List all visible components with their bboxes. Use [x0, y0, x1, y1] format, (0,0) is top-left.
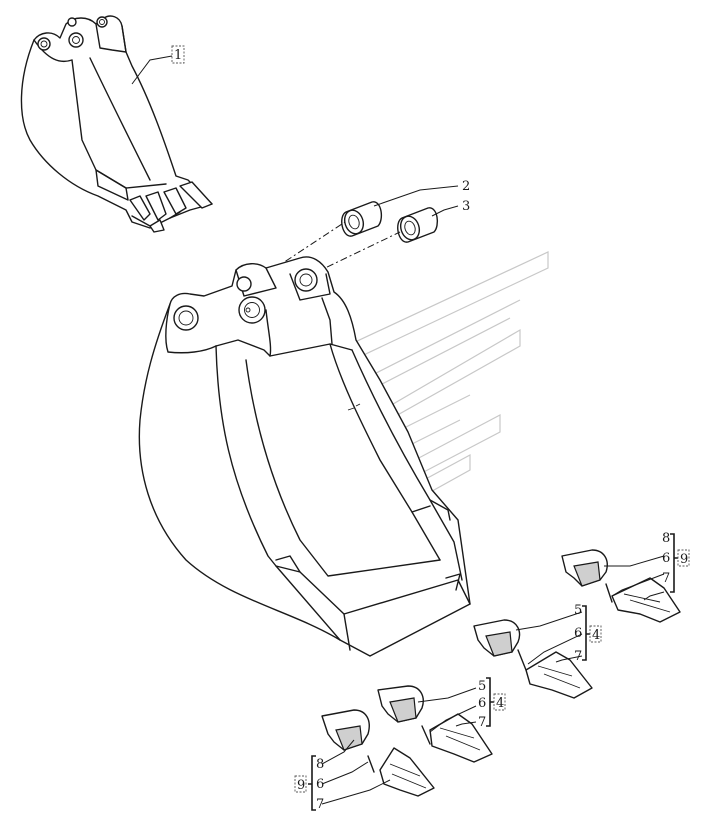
callout-g4-a: 8 — [316, 757, 324, 772]
callout-g2-b: 6 — [574, 626, 582, 641]
callout-box-g1 — [677, 549, 690, 567]
callout-g2-ref: 4 — [592, 628, 600, 643]
leader-lines — [131, 55, 665, 805]
bracket-group-3 — [486, 677, 494, 727]
callout-g4-c: 7 — [316, 797, 324, 812]
bushing-3 — [397, 207, 439, 243]
callout-g1-ref: 9 — [680, 552, 688, 567]
bushing-2 — [341, 201, 383, 237]
callout-box-g4 — [294, 775, 307, 793]
callout-g3-c: 7 — [478, 715, 486, 730]
callout-box-g3 — [493, 693, 506, 711]
callout-g4-ref: 9 — [297, 778, 305, 793]
callout-g2-a: 5 — [574, 603, 582, 618]
tooth-group-1 — [561, 549, 681, 623]
callout-g3-ref: 4 — [496, 696, 504, 711]
tooth-group-2 — [473, 619, 593, 699]
callout-g3-b: 6 — [478, 696, 486, 711]
callout-g1-b: 6 — [662, 551, 670, 566]
bracket-group-2 — [582, 605, 590, 661]
callout-box-g2 — [589, 625, 602, 643]
callout-2: 2 — [462, 179, 470, 194]
bracket-group-4 — [308, 755, 316, 811]
bracket-group-1 — [670, 533, 678, 593]
callout-g3-a: 5 — [478, 679, 486, 694]
callout-box-1 — [171, 45, 185, 64]
callout-g1-a: 8 — [662, 531, 670, 546]
callout-g4-b: 6 — [316, 777, 324, 792]
main-bucket — [138, 256, 471, 657]
tooth-group-3 — [377, 685, 493, 763]
callout-1: 1 — [174, 48, 182, 63]
small-bucket-assembly — [20, 15, 213, 233]
tooth-group-4 — [321, 709, 435, 797]
callout-g1-c: 7 — [662, 571, 670, 586]
callout-3: 3 — [462, 199, 470, 214]
callout-g2-c: 7 — [574, 649, 582, 664]
